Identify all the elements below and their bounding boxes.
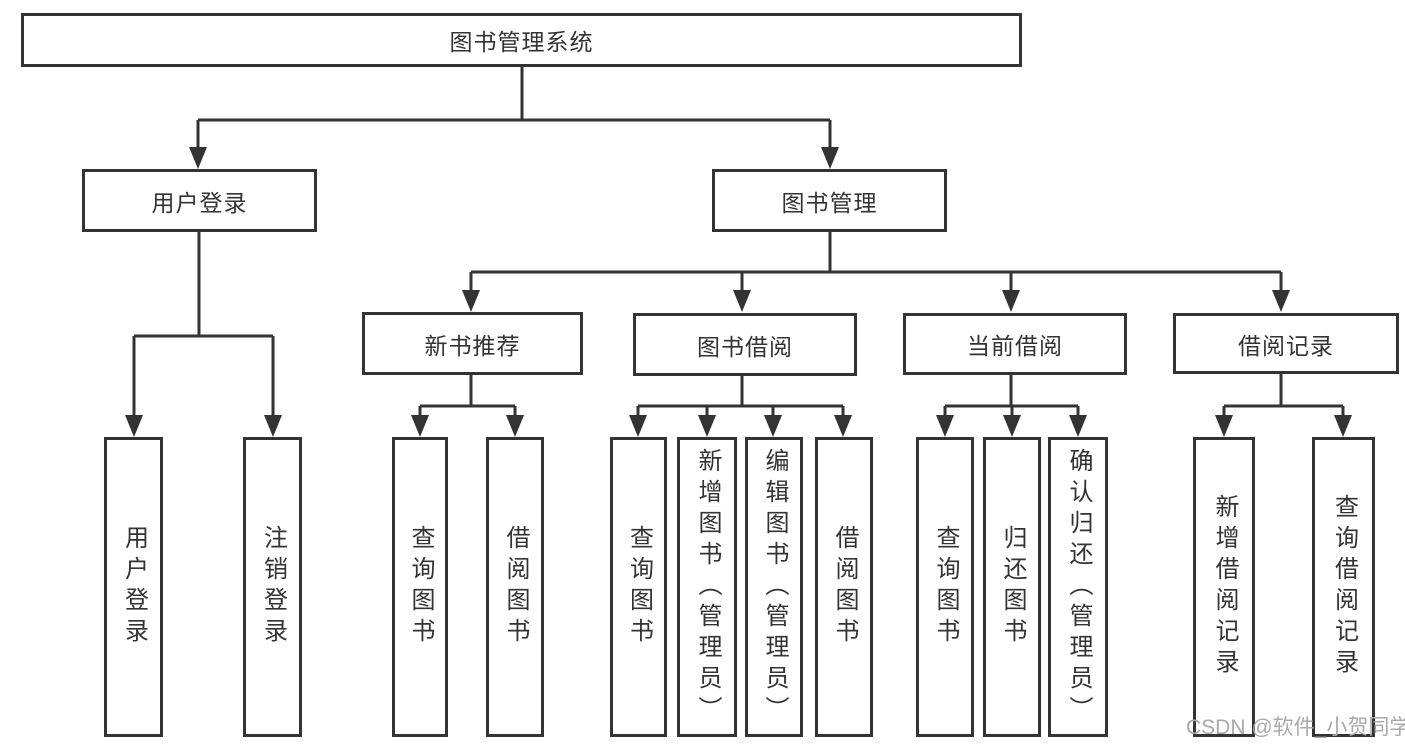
node-new-book-recommend: 新书推荐 xyxy=(362,312,583,375)
leaf-user-login: 用户登录 xyxy=(104,437,163,737)
leaf-add-books-admin: 新增图书（管理员） xyxy=(677,437,737,737)
node-label: 新书推荐 xyxy=(424,332,521,359)
leaf-query-books-recommend: 查询图书 xyxy=(392,437,448,737)
node-library-system-root: 图书管理系统 xyxy=(21,13,1022,67)
leaf-confirm-return-admin: 确认归还（管理员） xyxy=(1048,437,1108,737)
node-book-borrowing: 图书借阅 xyxy=(633,313,857,376)
leaf-add-borrow-record: 新增借阅记录 xyxy=(1193,437,1255,737)
node-label: 归还图书 xyxy=(999,525,1026,649)
leaf-query-borrow-record: 查询借阅记录 xyxy=(1312,437,1375,737)
leaf-logout: 注销登录 xyxy=(243,437,302,737)
node-label: 借阅图书 xyxy=(831,525,858,649)
node-label: 新增借阅记录 xyxy=(1211,494,1238,680)
arrowheads xyxy=(125,147,1352,437)
node-user-login: 用户登录 xyxy=(82,169,317,232)
node-label: 当前借阅 xyxy=(967,333,1063,359)
leaf-return-books: 归还图书 xyxy=(983,437,1041,737)
node-label: 图书借阅 xyxy=(697,333,793,360)
node-label: 用户登录 xyxy=(120,525,148,649)
connector-lines xyxy=(132,66,1345,420)
leaf-query-books-borrowing: 查询图书 xyxy=(610,437,667,737)
leaf-query-books-current: 查询图书 xyxy=(916,437,974,737)
node-label: 新增图书（管理员） xyxy=(694,447,721,727)
node-label: 查询借阅记录 xyxy=(1330,494,1358,680)
leaf-borrow-books-recommend: 借阅图书 xyxy=(486,437,544,737)
node-borrowing-records: 借阅记录 xyxy=(1173,313,1399,374)
leaf-borrow-books-borrowing: 借阅图书 xyxy=(815,437,873,737)
node-label: 图书管理 xyxy=(781,189,878,216)
node-label: 借阅记录 xyxy=(1238,332,1334,359)
node-label: 编辑图书（管理员） xyxy=(761,447,788,727)
csdn-watermark: CSDN @软件_小贺同学 xyxy=(1186,716,1405,739)
node-book-management: 图书管理 xyxy=(712,169,947,232)
node-label: 查询图书 xyxy=(625,525,653,649)
node-label: 注销登录 xyxy=(259,525,287,649)
node-label: 确认归还（管理员） xyxy=(1065,447,1092,727)
node-label: 查询图书 xyxy=(932,525,959,649)
node-label: 图书管理系统 xyxy=(449,29,594,55)
node-label: 用户登录 xyxy=(151,189,248,216)
leaf-edit-books-admin: 编辑图书（管理员） xyxy=(745,437,803,737)
node-current-borrowing: 当前借阅 xyxy=(903,313,1127,375)
node-label: 查询图书 xyxy=(407,525,434,649)
node-label: 借阅图书 xyxy=(502,525,529,649)
